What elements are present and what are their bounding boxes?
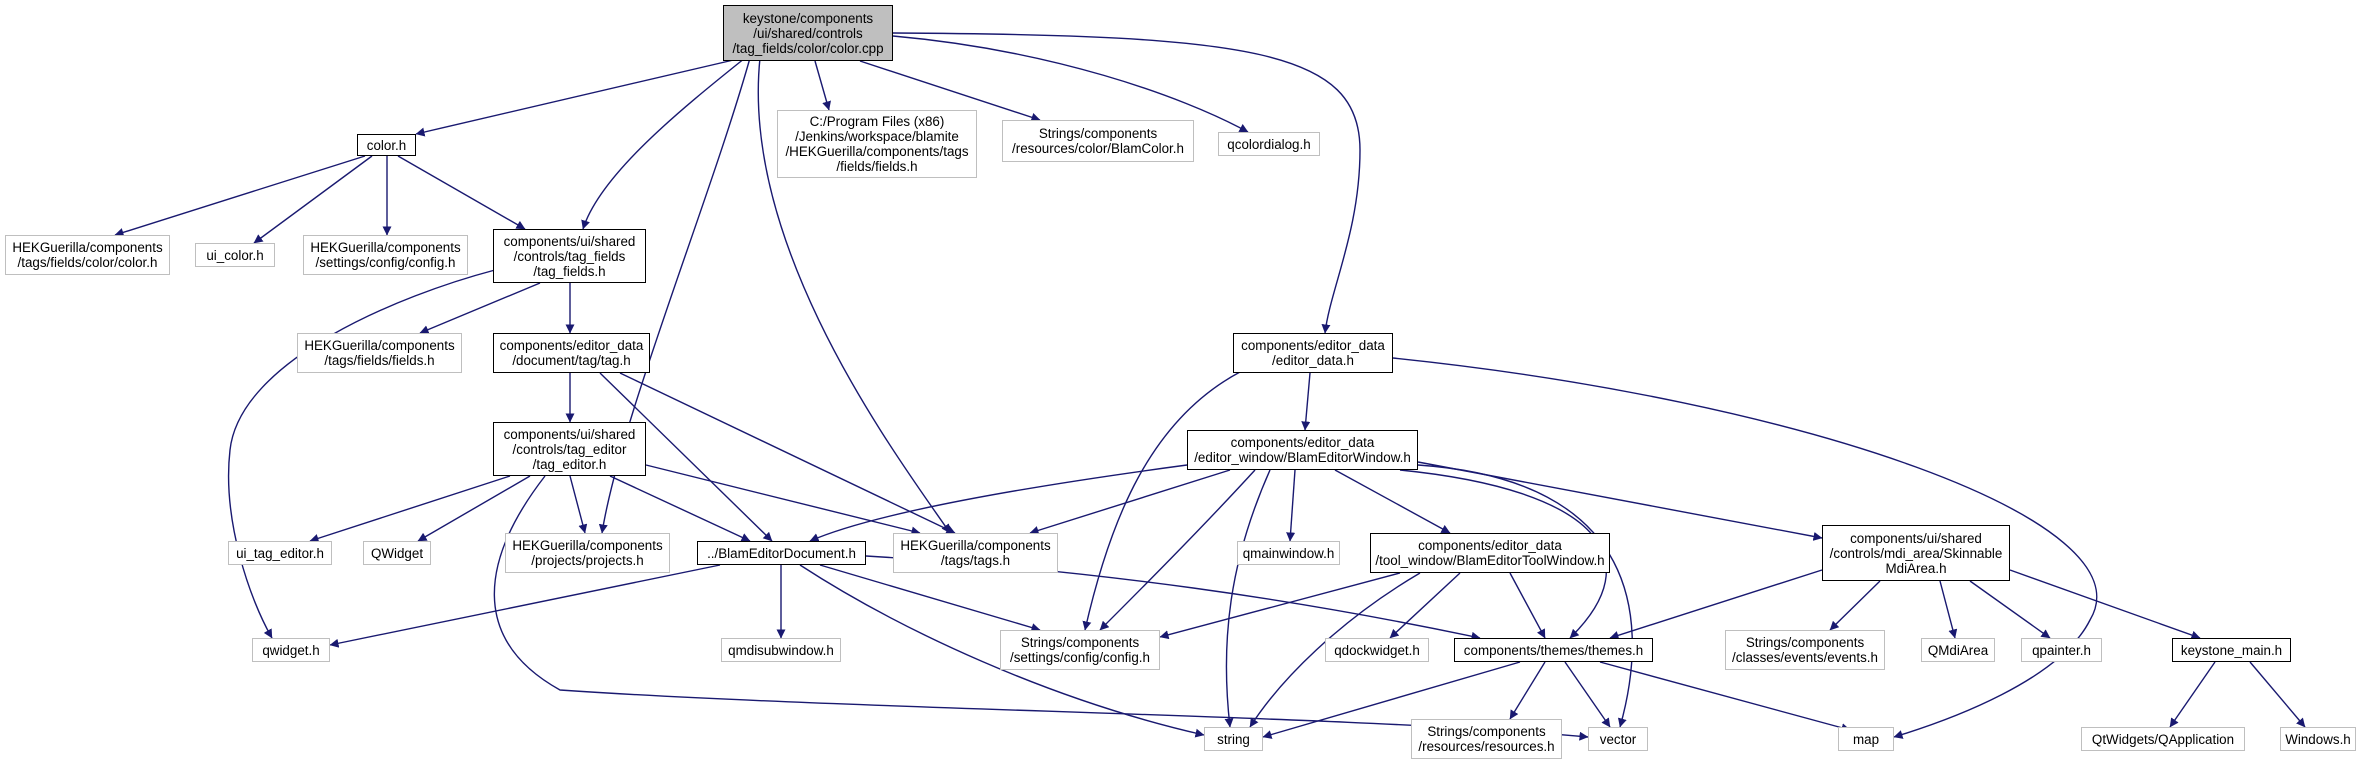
edge-keystone-main-h-to-qapplication xyxy=(2169,661,2216,728)
edge-themes-h-to-string xyxy=(1262,661,1521,739)
node-qmainwindow-h: qmainwindow.h xyxy=(1237,541,1340,565)
node-qwidget-class: QWidget xyxy=(363,541,431,565)
node-qcolordialog-h: qcolordialog.h xyxy=(1218,132,1320,156)
node-blameditortoolwindow-h[interactable]: components/editor_data /tool_window/Blam… xyxy=(1370,533,1610,573)
node-blameditorwindow-h[interactable]: components/editor_data /editor_window/Bl… xyxy=(1187,430,1418,470)
node-qmdiarea: QMdiArea xyxy=(1921,638,1995,662)
edge-skinnablemdiarea-h-to-keystone-main-h xyxy=(2009,569,2201,640)
edge-root-to-color-h xyxy=(415,57,743,137)
node-events-h: Strings/components /classes/events/event… xyxy=(1725,630,1885,670)
edge-root-to-jenkins-fields-h xyxy=(814,60,831,111)
node-windows-h: Windows.h xyxy=(2280,727,2356,751)
edge-blameditordocument-h-to-strings-config-h xyxy=(819,564,1041,632)
edge-root-to-hek-tags-h xyxy=(757,57,951,534)
node-ui-color-h: ui_color.h xyxy=(195,243,275,267)
edge-themes-h-to-vector xyxy=(1564,661,1611,728)
node-qpainter-h: qpainter.h xyxy=(2021,638,2102,662)
node-color-h[interactable]: color.h xyxy=(357,134,416,156)
edge-skinnablemdiarea-h-to-themes-h xyxy=(1609,569,1823,640)
node-resources-h: Strings/components /resources/resources.… xyxy=(1411,719,1562,759)
edge-skinnablemdiarea-h-to-qmdiarea xyxy=(1939,580,1958,639)
edge-tag-editor-h-to-hek-tags-h xyxy=(645,464,921,536)
node-qwidget-h: qwidget.h xyxy=(252,638,330,662)
edge-tag-h-to-blameditordocument-h xyxy=(599,372,773,542)
edge-editor-data-h-to-map xyxy=(1392,357,2098,739)
edge-color-h-to-hek-color-h xyxy=(114,155,366,237)
edge-blameditortoolwindow-h-to-qdockwidget-h xyxy=(1389,572,1461,639)
node-editor-data-h[interactable]: components/editor_data /editor_data.h xyxy=(1233,333,1393,373)
node-qmdisubwindow-h: qmdisubwindow.h xyxy=(721,638,841,662)
node-hek-color-h: HEKGuerilla/components /tags/fields/colo… xyxy=(5,235,170,275)
node-hek-config-h: HEKGuerilla/components /settings/config/… xyxy=(303,235,468,275)
edge-tag-fields-h-to-qwidget-h xyxy=(227,269,496,639)
node-hek-tags-h: HEKGuerilla/components /tags/tags.h xyxy=(893,533,1058,573)
edge-root-to-hek-projects-h xyxy=(598,57,751,534)
edge-tag-fields-h-to-hek-fields-h xyxy=(419,282,541,334)
node-skinnablemdiarea-h[interactable]: components/ui/shared /controls/mdi_area/… xyxy=(1822,525,2010,581)
edge-themes-h-to-resources-h xyxy=(1509,661,1546,720)
node-root-color-cpp: keystone/components /ui/shared/controls … xyxy=(723,5,893,61)
edge-blameditorwindow-h-to-strings-config-h xyxy=(1099,469,1256,631)
edge-blameditorwindow-h-to-themes-h xyxy=(1399,469,1608,639)
edge-editor-data-h-to-strings-config-h xyxy=(1082,371,1241,631)
edge-skinnablemdiarea-h-to-events-h xyxy=(1829,580,1881,631)
edge-root-to-tag-fields-h xyxy=(581,57,746,230)
edge-keystone-main-h-to-windows-h xyxy=(2249,661,2306,728)
node-blamcolor-h: Strings/components /resources/color/Blam… xyxy=(1002,120,1194,162)
node-tag-editor-h[interactable]: components/ui/shared /controls/tag_edito… xyxy=(493,422,646,476)
edge-blameditordocument-h-to-string xyxy=(799,564,1205,738)
node-hek-fields-h: HEKGuerilla/components /tags/fields/fiel… xyxy=(297,333,462,373)
edge-color-h-to-tag-fields-h xyxy=(397,155,526,230)
node-keystone-main-h[interactable]: keystone_main.h xyxy=(2172,638,2291,662)
node-qapplication: QtWidgets/QApplication xyxy=(2081,727,2245,751)
node-strings-config-h: Strings/components /settings/config/conf… xyxy=(1000,630,1160,670)
node-map: map xyxy=(1838,727,1894,751)
edge-root-to-qcolordialog-h xyxy=(892,35,1249,133)
node-string: string xyxy=(1204,727,1263,751)
edge-blameditorwindow-h-to-qmainwindow-h xyxy=(1286,469,1296,542)
edge-blameditorwindow-h-to-blameditortoolwindow-h xyxy=(1334,469,1451,534)
edge-skinnablemdiarea-h-to-qpainter-h xyxy=(1969,580,2051,639)
edge-tag-h-to-hek-tags-h xyxy=(619,372,956,534)
edge-blameditorwindow-h-to-string xyxy=(1224,469,1271,728)
node-vector: vector xyxy=(1588,727,1648,751)
edge-blameditorwindow-h-to-blameditordocument-h xyxy=(809,464,1188,542)
edge-tag-editor-h-to-qwidget-class xyxy=(417,475,531,542)
edge-blameditorwindow-h-to-hek-tags-h xyxy=(1029,469,1231,535)
edge-tag-editor-h-to-blameditordocument-h xyxy=(609,475,751,542)
node-qdockwidget-h: qdockwidget.h xyxy=(1325,638,1429,662)
edge-blameditorwindow-h-to-vector xyxy=(1417,464,1633,728)
node-tag-fields-h[interactable]: components/ui/shared /controls/tag_field… xyxy=(493,229,646,283)
node-blameditordocument-h[interactable]: ../BlamEditorDocument.h xyxy=(697,541,866,565)
node-tag-h[interactable]: components/editor_data /document/tag/tag… xyxy=(493,333,650,373)
edge-root-to-editor-data-h xyxy=(892,32,1361,334)
edge-root-to-blamcolor-h xyxy=(859,60,1041,122)
node-themes-h[interactable]: components/themes/themes.h xyxy=(1454,638,1653,662)
edge-blameditortoolwindow-h-to-string xyxy=(1249,572,1421,728)
node-hek-projects-h: HEKGuerilla/components /projects/project… xyxy=(505,533,670,573)
edge-editor-data-h-to-blameditorwindow-h xyxy=(1301,372,1311,431)
edge-tag-editor-h-to-vector xyxy=(493,475,1589,741)
edge-blameditordocument-h-to-qwidget-h xyxy=(329,564,721,648)
node-ui-tag-editor-h: ui_tag_editor.h xyxy=(228,541,332,565)
edge-blameditortoolwindow-h-to-strings-config-h xyxy=(1159,572,1401,640)
edge-themes-h-to-map xyxy=(1599,661,1851,733)
edge-tag-editor-h-to-ui-tag-editor-h xyxy=(309,475,511,543)
edge-tag-editor-h-to-hek-projects-h xyxy=(569,475,588,534)
edge-blameditortoolwindow-h-to-themes-h xyxy=(1509,572,1546,639)
edge-color-h-to-ui-color-h xyxy=(253,155,373,244)
node-jenkins-fields-h: C:/Program Files (x86) /Jenkins/workspac… xyxy=(777,110,977,178)
